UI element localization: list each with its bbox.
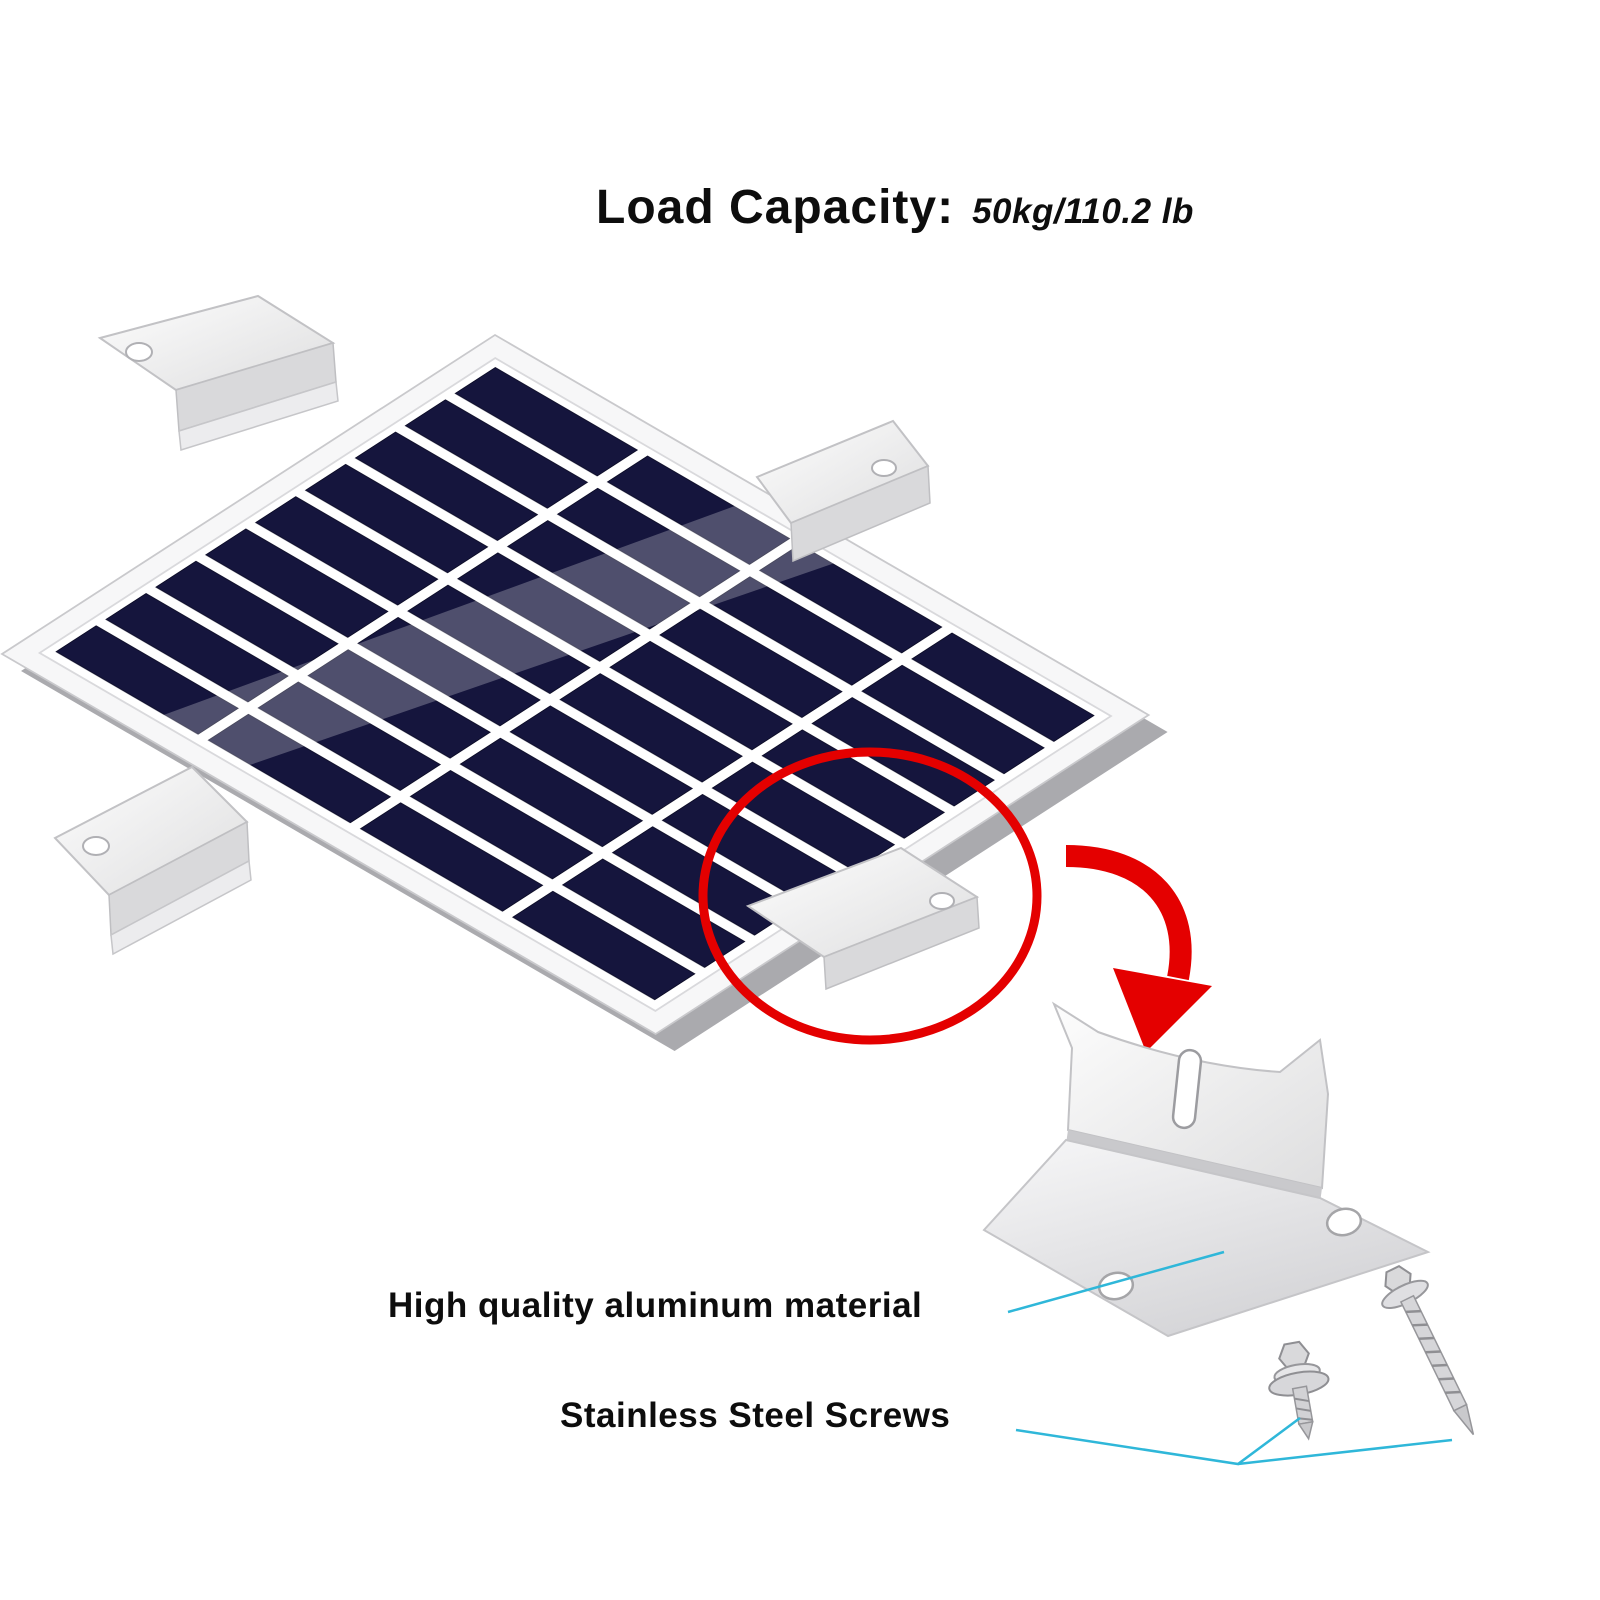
highlight-circle [698,747,1042,1045]
solar-panel [0,333,1151,1036]
leader-line-material [1007,1250,1225,1314]
load-capacity-value: 50kg/110.2 lb [972,192,1194,231]
screw-thread [1412,1323,1428,1327]
z-bracket-detail [982,1001,1431,1338]
arrow-curve [1065,845,1192,981]
mounting-bracket-top-left [97,294,339,451]
screw-thread [1405,1309,1422,1314]
screw-thread [1294,1397,1310,1403]
zoom-arrow-icon [1065,845,1212,1052]
screws-label: Stainless Steel Screws [560,1396,951,1435]
screw-shaft [1399,1294,1468,1412]
screw-thread [1445,1390,1461,1394]
mounting-bracket-bottom-right [745,846,980,991]
bracket-web [823,895,980,991]
arrow-head [1113,968,1212,1052]
bracket-hole [871,459,897,477]
screw-tip [1297,1420,1314,1441]
material-label: High quality aluminum material [388,1286,923,1325]
screw-short [1268,1340,1330,1441]
bracket-web [790,464,931,563]
bracket-foot [110,859,252,956]
bracket-foot [178,381,339,451]
headline: Load Capacity: 50kg/110.2 lb [596,180,1194,235]
mounting-bracket-top-right [755,419,931,563]
bracket-slot [1171,1048,1203,1130]
screw-thread [1438,1377,1454,1381]
screw-thread [1418,1336,1435,1341]
screw-long [1381,1264,1475,1436]
bracket-hole-right [1325,1207,1363,1237]
screw-tip [1452,1403,1475,1436]
leader-line-screw-long [1237,1438,1453,1466]
bracket-hole [125,342,153,362]
panel-cells [46,362,1105,1007]
screw-thread [1295,1407,1311,1412]
panel-reflection [157,504,839,768]
screw-thread [1431,1363,1448,1368]
bracket-hole [82,836,110,856]
screw-thread [1425,1350,1441,1354]
bracket-hole [929,892,955,910]
leader-line-screw-short [1015,1416,1301,1466]
mounting-bracket-bottom-left [53,765,252,956]
load-capacity-label: Load Capacity: [596,181,955,234]
